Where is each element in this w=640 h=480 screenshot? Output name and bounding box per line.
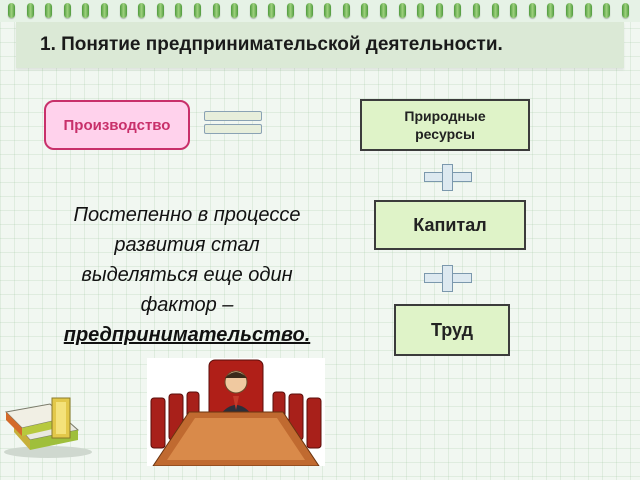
binding-ring (510, 3, 518, 18)
natural-resources-label-line1: Природные (404, 108, 486, 124)
binding-ring (566, 3, 573, 18)
binding-ring (287, 3, 294, 18)
binding-ring (305, 3, 313, 18)
binding-ring (101, 3, 108, 18)
equals-sign-icon-bottom-bar (204, 124, 262, 134)
binding-ring (380, 3, 387, 18)
body-paragraph: Постепенно в процессе развития стал выде… (22, 200, 352, 350)
binding-ring (435, 3, 443, 18)
binding-ring (324, 3, 332, 18)
binding-ring (361, 3, 369, 18)
binding-ring (249, 3, 257, 18)
binding-ring (473, 3, 480, 18)
binding-ring (491, 3, 499, 18)
binding-ring (119, 3, 127, 18)
notebook-binding (0, 0, 640, 22)
labor-label: Труд (430, 319, 474, 340)
binding-ring (547, 3, 555, 18)
binding-ring (342, 3, 350, 18)
production-box: Производство (44, 100, 190, 150)
labor-box: Труд (394, 304, 510, 356)
entrepreneurship-term: предпринимательство. (63, 324, 311, 346)
binding-ring (26, 3, 34, 18)
binding-ring (454, 3, 462, 18)
binding-ring (584, 3, 592, 18)
equals-sign-icon-top-bar (204, 111, 262, 121)
binding-ring (231, 3, 239, 18)
binding-ring (82, 3, 90, 18)
books-icon (4, 397, 92, 458)
binding-ring (417, 3, 425, 18)
binding-ring (603, 3, 611, 18)
binding-ring (8, 3, 15, 18)
slide-title: 1. Понятие предпринимательской деятельно… (40, 34, 503, 55)
paragraph-line: выделяться еще один (81, 264, 293, 286)
binding-ring (621, 3, 629, 18)
binding-ring (156, 3, 164, 18)
meeting-table-illustration (147, 358, 325, 466)
natural-resources-box: Природные ресурсы (360, 99, 530, 151)
binding-ring (63, 3, 71, 18)
binding-ring (212, 3, 220, 18)
paragraph-line: фактор – (140, 294, 234, 316)
binding-ring (138, 3, 146, 18)
binding-ring (45, 3, 53, 18)
plus-sign-icon (424, 265, 472, 292)
binding-ring (175, 3, 183, 18)
binding-ring (528, 3, 536, 18)
binding-ring (398, 3, 406, 18)
binding-ring (268, 3, 276, 18)
production-label: Производство (63, 116, 171, 134)
title-banner (16, 22, 624, 68)
capital-box: Капитал (374, 200, 526, 250)
plus-sign-icon (424, 164, 472, 191)
binding-ring (194, 3, 201, 18)
paragraph-line: Постепенно в процессе (73, 204, 301, 226)
capital-label: Капитал (413, 214, 487, 235)
paragraph-line: развития стал (114, 234, 260, 256)
natural-resources-label-line2: ресурсы (415, 126, 475, 142)
